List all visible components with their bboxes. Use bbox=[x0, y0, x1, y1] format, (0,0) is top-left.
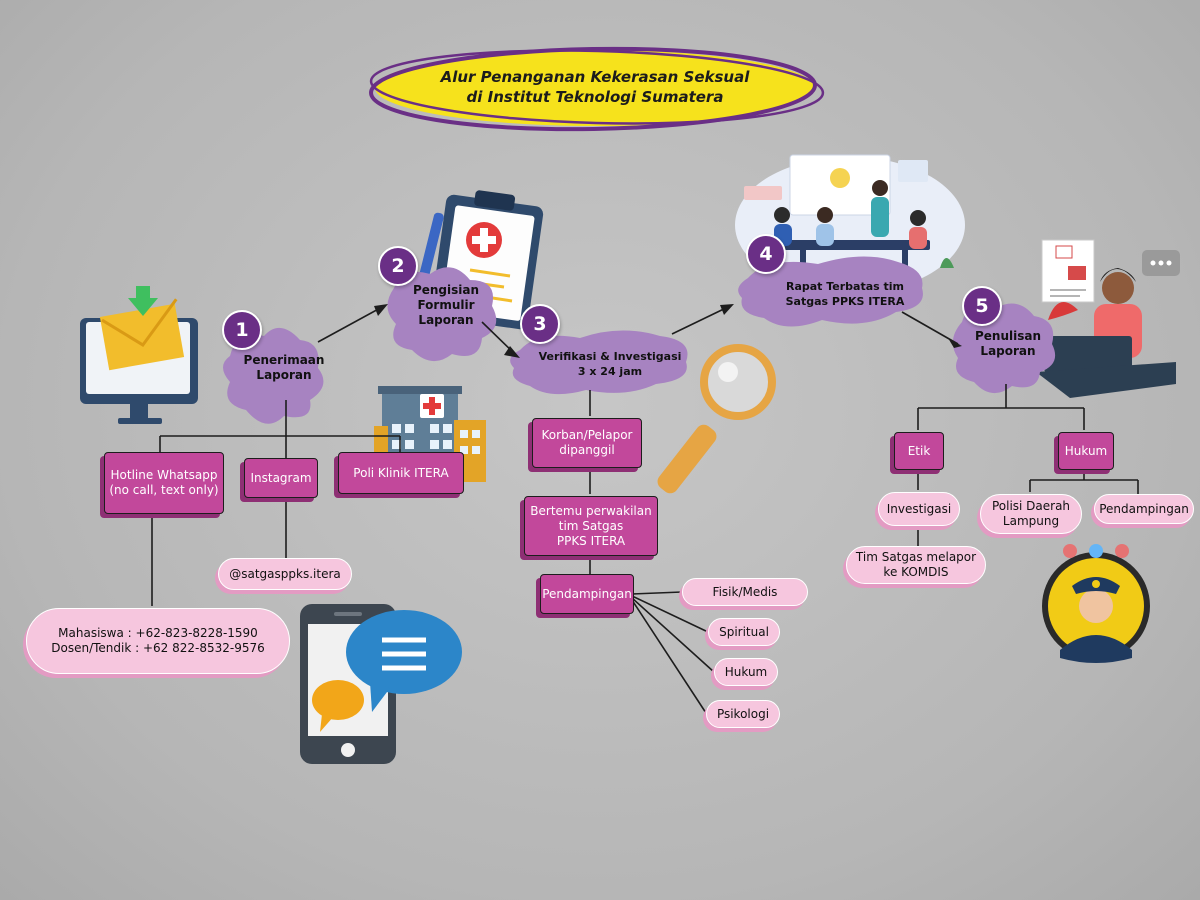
poliklinik-label: Poli Klinik ITERA bbox=[353, 465, 449, 480]
step-2-number: 2 bbox=[378, 246, 418, 286]
step-2-line-3: Laporan bbox=[418, 312, 474, 327]
step-4-line-1: Rapat Terbatas tim bbox=[785, 280, 905, 293]
investigation-pill: Investigasi bbox=[878, 492, 960, 526]
step-1-label: Penerimaan Laporan bbox=[236, 350, 332, 386]
step-5-line-1: Penulisan bbox=[974, 329, 1042, 343]
whatsapp-hotline-box: Hotline Whatsapp (no call, text only) bbox=[104, 452, 224, 514]
step-1-blob bbox=[223, 327, 324, 424]
komdis-line-2: ke KOMDIS bbox=[883, 565, 949, 579]
step-5-blob bbox=[952, 303, 1056, 394]
poliklinik-box: Poli Klinik ITERA bbox=[338, 452, 464, 494]
phone-chat-icon bbox=[300, 604, 462, 764]
step-4-line-2: Satgas PPKS ITERA bbox=[785, 295, 905, 308]
assistance-type-medical-label: Fisik/Medis bbox=[712, 584, 778, 599]
step-5-label: Penulisan Laporan bbox=[966, 326, 1050, 362]
step-3-blob bbox=[510, 330, 688, 395]
komdis-pill: Tim Satgas melapor ke KOMDIS bbox=[846, 546, 986, 584]
legal-assistance-pill: Pendampingan bbox=[1094, 494, 1194, 524]
assistance-label: Pendampingan bbox=[542, 586, 632, 601]
assistance-box: Pendampingan bbox=[540, 574, 634, 614]
law-label: Hukum bbox=[1064, 443, 1108, 458]
step-4-label: Rapat Terbatas tim Satgas PPKS ITERA bbox=[760, 276, 930, 312]
step-5-number: 5 bbox=[962, 286, 1002, 326]
contact-dosen: Dosen/Tendik : +62 822-8532-9576 bbox=[51, 641, 265, 655]
magnifier-icon bbox=[657, 344, 776, 494]
meet-line-1: Bertemu perwakilan bbox=[530, 503, 652, 518]
instagram-label: Instagram bbox=[250, 470, 312, 485]
connector-lines bbox=[151, 305, 1139, 714]
whatsapp-line-2: (no call, text only) bbox=[109, 483, 219, 497]
title-line-1: Alur Penanganan Kekerasan Seksual bbox=[440, 68, 750, 86]
called-line-1: Korban/Pelapor bbox=[541, 428, 633, 442]
assistance-type-law: Hukum bbox=[714, 658, 778, 686]
meet-box: Bertemu perwakilan tim Satgas PPKS ITERA bbox=[524, 496, 658, 556]
contact-mahasiswa: Mahasiswa : +62-823-8228-1590 bbox=[58, 626, 258, 640]
legal-assistance-label: Pendampingan bbox=[1099, 501, 1189, 516]
step-3-label: Verifikasi & Investigasi 3 x 24 jam bbox=[530, 346, 690, 382]
police-officer-icon bbox=[1042, 544, 1150, 663]
arrowheads bbox=[374, 304, 962, 358]
email-monitor-icon bbox=[80, 286, 198, 424]
called-line-2: dipanggil bbox=[559, 443, 615, 457]
step-5-line-2: Laporan bbox=[980, 344, 1036, 358]
instagram-handle-pill: @satgasppks.itera bbox=[218, 558, 352, 590]
whatsapp-line-1: Hotline Whatsapp bbox=[110, 468, 218, 482]
title-ellipse bbox=[369, 46, 825, 132]
step-2-line-2: Formulir bbox=[417, 297, 475, 312]
step-3-line-2: 3 x 24 jam bbox=[577, 365, 643, 378]
assistance-type-spiritual-label: Spiritual bbox=[719, 624, 769, 639]
assistance-type-psychology-label: Psikologi bbox=[716, 706, 770, 721]
step-4-blob bbox=[738, 256, 923, 327]
investigation-label: Investigasi bbox=[886, 501, 952, 516]
assistance-type-law-label: Hukum bbox=[724, 664, 768, 679]
called-box: Korban/Pelapor dipanggil bbox=[532, 418, 642, 468]
step-3-number: 3 bbox=[520, 304, 560, 344]
assistance-type-medical: Fisik/Medis bbox=[682, 578, 808, 606]
police-pill: Polisi Daerah Lampung bbox=[980, 494, 1082, 534]
ethics-label: Etik bbox=[907, 443, 931, 458]
ethics-box: Etik bbox=[894, 432, 944, 470]
step-1-number: 1 bbox=[222, 310, 262, 350]
instagram-box: Instagram bbox=[244, 458, 318, 498]
meeting-illustration bbox=[735, 154, 965, 293]
komdis-line-1: Tim Satgas melapor bbox=[855, 550, 977, 564]
step-2-line-1: Pengisian bbox=[412, 282, 480, 297]
step-3-line-1: Verifikasi & Investigasi bbox=[538, 350, 682, 363]
diagram-title: Alur Penanganan Kekerasan Seksual di Ins… bbox=[380, 52, 810, 122]
step-1-line-1: Penerimaan bbox=[243, 353, 325, 367]
step-blobs bbox=[223, 256, 1056, 424]
law-box: Hukum bbox=[1058, 432, 1114, 470]
instagram-handle: @satgasppks.itera bbox=[229, 566, 341, 581]
contacts-pill: Mahasiswa : +62-823-8228-1590 Dosen/Tend… bbox=[26, 608, 290, 674]
writer-illustration bbox=[1036, 239, 1180, 398]
step-2-blob bbox=[387, 267, 497, 362]
assistance-type-spiritual: Spiritual bbox=[708, 618, 780, 646]
assistance-type-psychology: Psikologi bbox=[706, 700, 780, 728]
title-line-2: di Institut Teknologi Sumatera bbox=[466, 88, 724, 106]
police-line-2: Lampung bbox=[1002, 514, 1060, 528]
step-4-number: 4 bbox=[746, 234, 786, 274]
step-2-label: Pengisian Formulir Laporan bbox=[396, 280, 496, 330]
meet-line-3: PPKS ITERA bbox=[556, 533, 626, 548]
police-line-1: Polisi Daerah bbox=[991, 499, 1071, 513]
meet-line-2: tim Satgas bbox=[558, 518, 624, 533]
step-1-line-2: Laporan bbox=[256, 368, 312, 382]
